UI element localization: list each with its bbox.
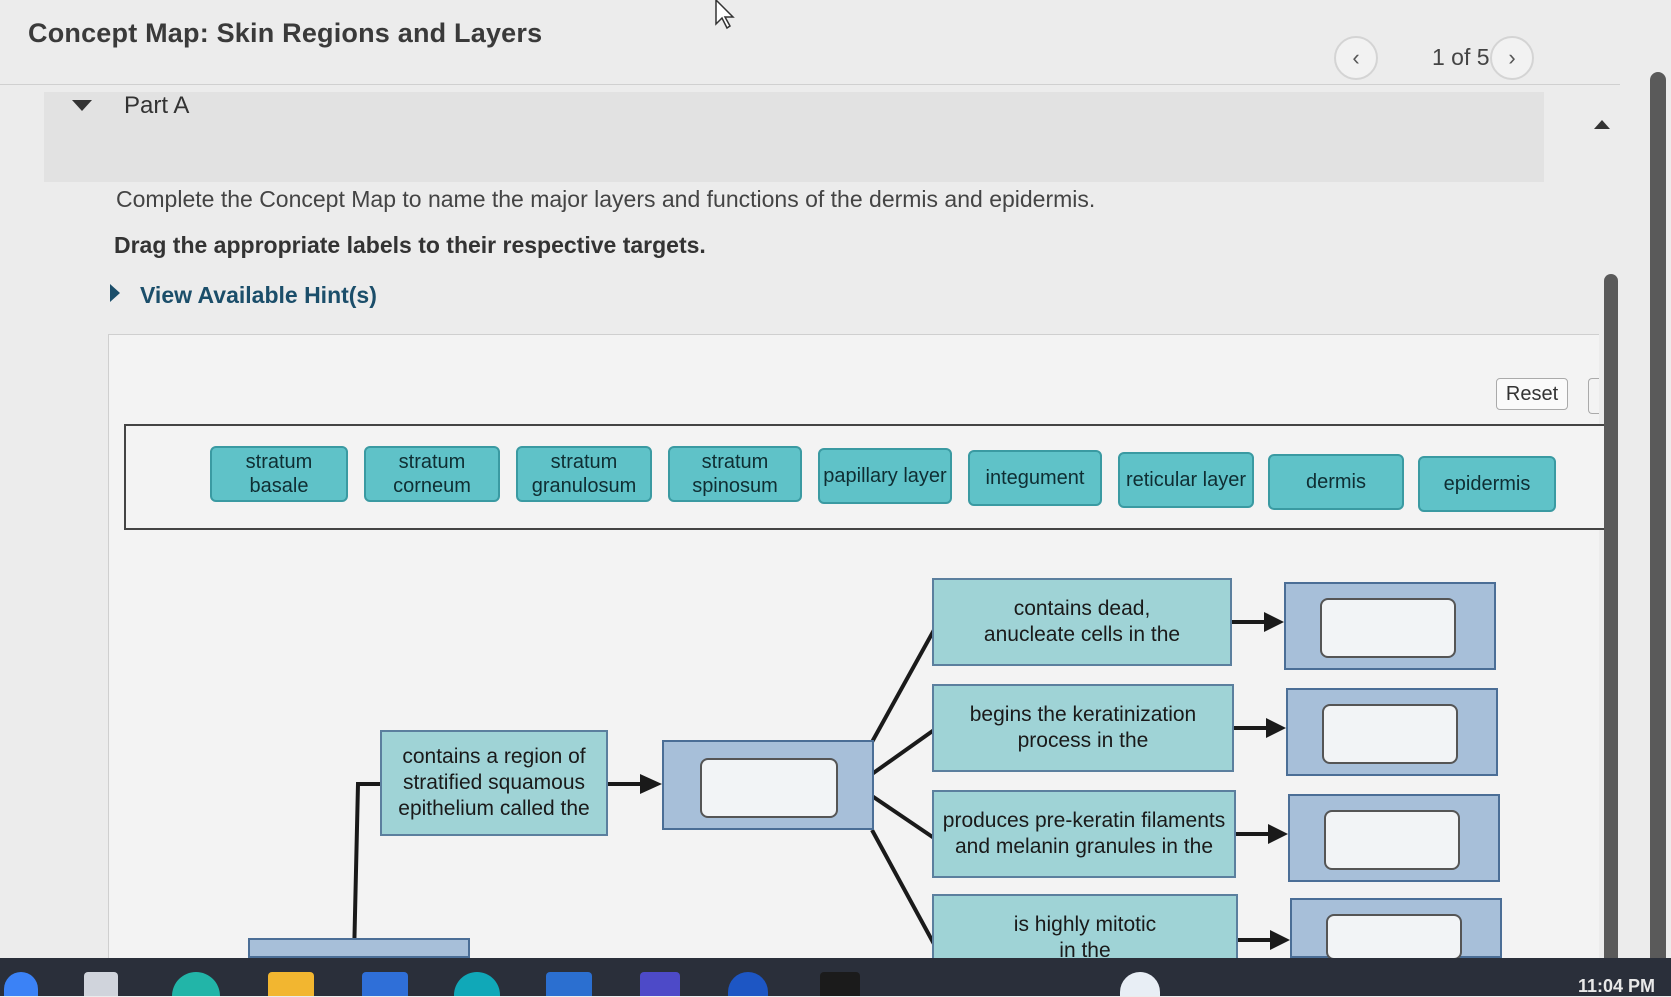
drop-target[interactable] bbox=[1320, 598, 1456, 658]
scroll-up-arrow-icon[interactable] bbox=[1594, 120, 1610, 129]
part-header-bar[interactable] bbox=[44, 92, 1544, 182]
view-hints-link[interactable]: View Available Hint(s) bbox=[140, 282, 377, 308]
target-zone bbox=[1290, 898, 1502, 960]
concept-text: contains dead, bbox=[1013, 597, 1151, 620]
label-text: epidermis bbox=[1443, 473, 1531, 495]
arrowhead-icon bbox=[1270, 930, 1290, 950]
target-zone bbox=[1288, 794, 1500, 882]
arrowhead-icon bbox=[1264, 612, 1284, 632]
store-icon[interactable] bbox=[362, 972, 408, 996]
start-icon[interactable] bbox=[4, 972, 38, 996]
label-text: integument bbox=[985, 467, 1085, 489]
concept-text: in the bbox=[1059, 939, 1111, 962]
outer-scrollbar[interactable] bbox=[1650, 72, 1666, 972]
concept-text: anucleate cells in the bbox=[983, 623, 1181, 646]
teams-icon[interactable] bbox=[640, 972, 680, 996]
arrowhead-icon bbox=[1266, 718, 1286, 738]
connector-line bbox=[870, 829, 936, 945]
concept-text: and melanin granules in the bbox=[954, 835, 1213, 858]
label-text: spinosum bbox=[692, 475, 778, 497]
connector-line bbox=[870, 728, 936, 776]
target-zone bbox=[1284, 582, 1496, 670]
taskbar-clock[interactable]: 11:04 PM bbox=[1578, 976, 1656, 996]
page-title: Concept Map: Skin Regions and Layers bbox=[28, 18, 543, 48]
instruction-text: Complete the Concept Map to name the maj… bbox=[116, 186, 1096, 212]
concept-box-keratinization: begins the keratinization process in the bbox=[932, 684, 1234, 772]
label-chip[interactable]: epidermis bbox=[1418, 456, 1556, 512]
page-indicator: 1 of 5 bbox=[1432, 44, 1490, 70]
mouse-cursor-icon bbox=[715, 0, 735, 30]
chevron-right-icon: › bbox=[1508, 45, 1516, 70]
concept-text: contains a region of bbox=[402, 745, 586, 768]
netflix-icon[interactable] bbox=[820, 972, 860, 996]
drop-target[interactable] bbox=[1326, 914, 1462, 960]
chevron-left-icon: ‹ bbox=[1352, 45, 1360, 70]
connector-line bbox=[870, 794, 936, 840]
concept-text: process in the bbox=[1017, 729, 1149, 752]
label-chip[interactable]: papillary layer bbox=[818, 448, 952, 504]
label-text: stratum bbox=[550, 451, 618, 473]
label-text: stratum bbox=[701, 451, 769, 473]
target-zone bbox=[1286, 688, 1498, 776]
connector-line bbox=[870, 629, 936, 743]
drop-target[interactable] bbox=[1322, 704, 1458, 764]
concept-text: begins the keratinization bbox=[969, 703, 1197, 726]
drop-target[interactable] bbox=[1324, 810, 1460, 870]
label-text: dermis bbox=[1305, 471, 1366, 493]
target-zone-center bbox=[662, 740, 874, 830]
header-divider bbox=[0, 84, 1620, 85]
collapse-triangle-icon[interactable] bbox=[72, 100, 92, 111]
file-explorer-icon[interactable] bbox=[268, 972, 314, 996]
concept-text: epithelium called the bbox=[398, 797, 590, 820]
drop-target[interactable] bbox=[700, 758, 838, 818]
instruction-bold: Drag the appropriate labels to their res… bbox=[114, 232, 706, 258]
label-text: basale bbox=[249, 475, 309, 497]
label-chip[interactable]: dermis bbox=[1268, 454, 1404, 510]
arrowhead-icon bbox=[1268, 824, 1288, 844]
label-chip[interactable]: integument bbox=[968, 450, 1102, 506]
next-button[interactable]: › bbox=[1490, 36, 1534, 80]
label-text: corneum bbox=[393, 475, 471, 497]
label-text: stratum bbox=[398, 451, 466, 473]
help-button-edge[interactable] bbox=[1588, 378, 1599, 414]
inner-scrollbar[interactable] bbox=[1604, 274, 1618, 974]
concept-box-dead-cells: contains dead, anucleate cells in the bbox=[932, 578, 1232, 666]
concept-box-pre-keratin: produces pre-keratin filaments and melani… bbox=[932, 790, 1236, 878]
label-chip[interactable]: reticular layer bbox=[1118, 452, 1254, 508]
widgets-icon[interactable] bbox=[84, 972, 118, 996]
target-zone-bottom bbox=[248, 938, 470, 958]
label-text: granulosum bbox=[531, 475, 637, 497]
label-text: papillary layer bbox=[823, 465, 947, 487]
label-text: stratum bbox=[245, 451, 313, 473]
concept-box-epithelium: contains a region of stratified squamous… bbox=[380, 730, 608, 836]
word-icon[interactable] bbox=[546, 972, 592, 996]
reset-button[interactable]: Reset bbox=[1496, 378, 1568, 410]
label-text: reticular layer bbox=[1125, 469, 1247, 491]
expand-triangle-icon[interactable] bbox=[110, 284, 120, 302]
concept-text: is highly mitotic bbox=[1013, 913, 1157, 936]
connector-line bbox=[352, 782, 382, 959]
previous-button[interactable]: ‹ bbox=[1334, 36, 1378, 80]
arrowhead-icon bbox=[640, 774, 662, 794]
part-label: Part A bbox=[124, 92, 190, 119]
concept-text: produces pre-keratin filaments bbox=[942, 809, 1226, 832]
concept-text: stratified squamous bbox=[402, 771, 586, 794]
